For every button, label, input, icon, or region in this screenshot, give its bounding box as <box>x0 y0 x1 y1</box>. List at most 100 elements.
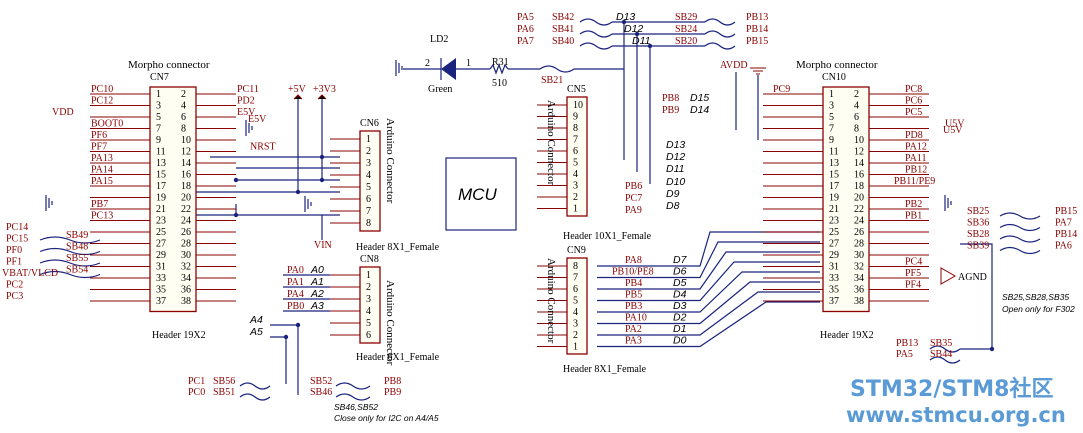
cn7-right-net: NRST <box>250 142 276 153</box>
cn7-route <box>235 204 340 216</box>
cn7-title: Morpho connector <box>128 59 210 71</box>
cn7-pin-odd: 13 <box>156 158 166 169</box>
cn8-signal: A3 <box>310 300 324 312</box>
bottom-right-label: SB35 <box>930 338 952 349</box>
top-bridge-signal: D11 <box>632 35 650 47</box>
cn10-pin-odd: 35 <box>829 285 839 296</box>
cn9-route <box>597 271 820 313</box>
bottom-left-bridge <box>239 393 271 401</box>
cn7-left-net: PF6 <box>91 130 107 141</box>
cn9-signal: D1 <box>673 323 686 335</box>
cn7-pin-even: 16 <box>181 170 191 181</box>
ground-symbol <box>395 60 403 76</box>
cn9-name: Arduino Connector <box>545 258 557 344</box>
junction <box>233 177 239 183</box>
cn9-net: PB3 <box>625 301 642 312</box>
cn9-signal: D2 <box>673 312 687 324</box>
left-bridge <box>39 236 101 244</box>
cn6-pin: 5 <box>366 182 371 193</box>
bottom-right-bridge <box>929 345 961 353</box>
cn10-pin-even: 36 <box>854 285 864 296</box>
cn5-net: PA9 <box>625 205 642 216</box>
cn8-net: PA4 <box>287 289 304 300</box>
cn5-net: PB6 <box>625 181 642 192</box>
cn10-pin-odd: 31 <box>829 262 839 273</box>
top-bridge-label: SB24 <box>675 24 697 35</box>
cn7-left-net: PA13 <box>91 153 113 164</box>
cn7-left-net: VBAT/VLCD <box>2 268 58 279</box>
cn7-left-net: PC13 <box>91 211 113 222</box>
cn10-right-net: PB2 <box>905 199 922 210</box>
top-bridge-right-net: PB14 <box>746 24 768 35</box>
top-bridge-signal: D12 <box>624 23 643 35</box>
cn8-ref: CN8 <box>360 254 379 265</box>
cn8-signal: A1 <box>310 276 324 288</box>
cn9-signal: D6 <box>673 266 687 278</box>
cn7-pin-odd: 21 <box>156 204 166 215</box>
cn7-left-net: PC10 <box>91 84 113 95</box>
cn7-left-net: PC2 <box>6 280 23 291</box>
cn10-pin-even: 24 <box>854 216 864 227</box>
cn10-right-net: PC8 <box>905 84 922 95</box>
cn10-pin-odd: 9 <box>829 135 834 146</box>
bottom-left-label: SB51 <box>213 387 235 398</box>
right-bridge <box>999 223 1041 232</box>
mcu-block <box>445 157 517 231</box>
top-bridge <box>579 30 613 38</box>
watermark-title: STM32/STM8社区 <box>850 376 1053 402</box>
bottom-right-route <box>960 243 993 350</box>
cn5-net: PC7 <box>625 193 642 204</box>
cn5-pin: 3 <box>573 181 578 192</box>
cn7-box <box>149 86 197 313</box>
wires <box>39 18 1041 401</box>
cn5-pin: 8 <box>573 123 578 134</box>
cn5-pin: 5 <box>573 158 578 169</box>
cn10-pin-odd: 25 <box>829 227 839 238</box>
cn5-pin: 10 <box>573 100 583 111</box>
cn9-pin: 4 <box>573 307 578 318</box>
cn5-net: PB9 <box>662 105 679 116</box>
cn6-name: Arduino Connector <box>384 118 396 204</box>
right-bridge-label: SB39 <box>967 241 989 252</box>
watermark-url: www.stmcu.org.cn <box>846 403 1066 427</box>
cn8-signal: A2 <box>310 288 324 300</box>
cn7-pin-odd: 7 <box>156 124 161 135</box>
cn9-signal: D5 <box>673 277 687 289</box>
bottom-right-bridge <box>929 356 961 364</box>
cn5-signal: D8 <box>666 200 680 212</box>
led-bridge <box>539 65 575 73</box>
cn7-pin-even: 18 <box>181 181 191 192</box>
cn7-left-net: VDD <box>52 107 74 118</box>
cn6-pin: 2 <box>366 146 371 157</box>
cn7-pin-odd: 25 <box>156 227 166 238</box>
cn10-pin-even: 32 <box>854 262 864 273</box>
cn10-right-net: PB11/PE9 <box>894 176 935 187</box>
cn9-signal: D3 <box>673 300 687 312</box>
cn7-left-net: PA15 <box>91 176 113 187</box>
cn7-pin-odd: 15 <box>156 170 166 181</box>
cn8-name: Arduino Connector <box>384 280 396 366</box>
cn9-net: PA10 <box>625 313 647 324</box>
cn6-pin: 1 <box>366 134 371 145</box>
cn10-right-net: PA11 <box>905 153 927 164</box>
cn10-pin-even: 30 <box>854 250 864 261</box>
cn10-right-net: PC6 <box>905 96 922 107</box>
cn7-left-net: BOOT0 <box>91 119 123 130</box>
bottom-mid-bridge <box>335 393 371 401</box>
ground-symbol <box>45 195 53 211</box>
cn10-pin-even: 26 <box>854 227 864 238</box>
cn10-pin-odd: 13 <box>829 158 839 169</box>
cn5-signal: D12 <box>666 151 685 163</box>
cn10-pin-even: 8 <box>854 124 859 135</box>
p5v-label: +5V <box>288 84 307 95</box>
top-bridge <box>704 30 736 38</box>
cn10-box <box>822 86 870 313</box>
cn8-net: PB0 <box>287 301 304 312</box>
cn7-pin-even: 34 <box>181 273 191 284</box>
cn10-pin-odd: 17 <box>829 181 839 192</box>
cn10-pin-odd: 1 <box>829 89 834 100</box>
cn7-pin-even: 14 <box>181 158 191 169</box>
cn10-pin-odd: 15 <box>829 170 839 181</box>
